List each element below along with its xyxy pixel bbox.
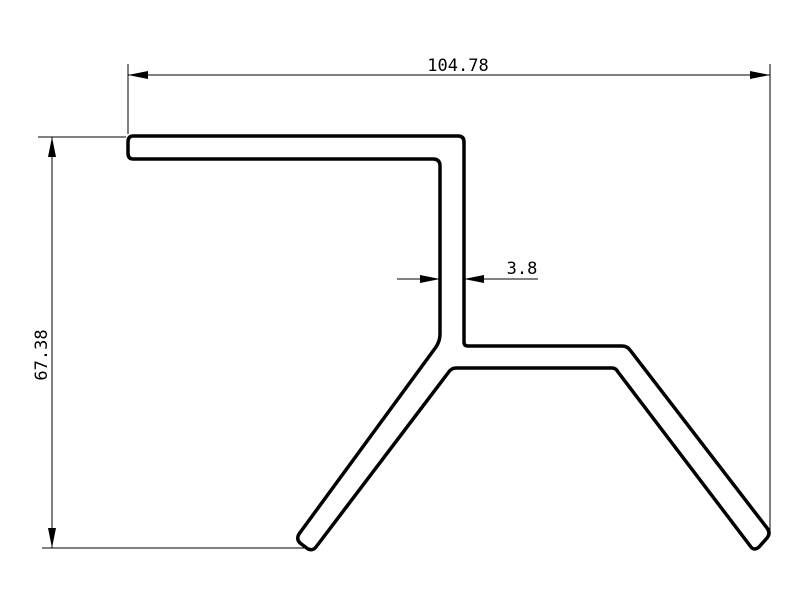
profile-outline xyxy=(126,134,771,552)
dimension-height-label: 67.38 xyxy=(32,329,52,380)
dimension-width-label: 104.78 xyxy=(427,56,488,76)
dimension-thickness-label: 3.8 xyxy=(507,259,538,279)
